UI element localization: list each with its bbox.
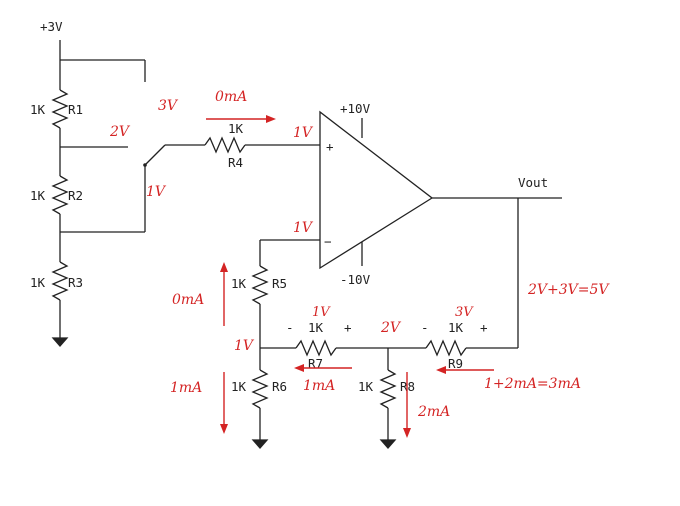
resistor-r3	[51, 261, 69, 301]
annotation-v-top: 3V	[158, 98, 179, 114]
annotation-i-r6: 1mA	[170, 380, 202, 396]
r3-value: 1K	[30, 275, 46, 290]
r9-value: 1K	[448, 320, 464, 335]
annotation-i-r5: 0mA	[172, 292, 204, 308]
annotation-vout-eq: 2V+3V=5V	[527, 282, 610, 298]
switch-arm	[144, 144, 166, 166]
annotation-i-r8: 2mA	[417, 404, 450, 420]
resistor-r7	[295, 339, 337, 357]
opamp-triangle	[319, 110, 434, 270]
annotation-v-r4-right: 1V	[293, 125, 314, 141]
annotation-i-r9: 1+2mA=3mA	[484, 376, 581, 392]
annotation-v-node-left: 1V	[234, 338, 255, 354]
r7-minus-sign: -	[286, 320, 294, 335]
r8-value: 1K	[358, 379, 374, 394]
r7-value: 1K	[308, 320, 324, 335]
arrowhead-down-icon	[220, 424, 228, 434]
arrowhead-right-icon	[266, 115, 276, 123]
r1-name: R1	[68, 102, 83, 117]
arrowhead-down-icon	[403, 428, 411, 438]
r2-value: 1K	[30, 188, 46, 203]
r3-name: R3	[68, 275, 83, 290]
resistor-r8	[379, 369, 397, 409]
r9-minus-sign: -	[421, 320, 429, 335]
arrowhead-left-icon	[294, 364, 304, 372]
opamp-minus-sign: −	[324, 234, 332, 249]
r7-name: R7	[308, 356, 323, 371]
ground-icon	[251, 439, 269, 449]
r7-plus-sign: +	[344, 320, 352, 335]
r5-value: 1K	[231, 276, 247, 291]
arrowhead-up-icon	[220, 262, 228, 272]
r9-name: R9	[448, 356, 463, 371]
ground-icon	[379, 439, 397, 449]
r4-value: 1K	[228, 121, 244, 136]
r2-name: R2	[68, 188, 83, 203]
resistor-r4	[204, 136, 246, 154]
annotation-i-r4: 0mA	[215, 89, 247, 105]
resistor-r1	[51, 89, 69, 129]
r4-name: R4	[228, 155, 243, 170]
annotation-v-wiper: 1V	[146, 184, 167, 200]
r5-name: R5	[272, 276, 287, 291]
vout-label: Vout	[518, 175, 548, 190]
r9-plus-sign: +	[480, 320, 488, 335]
r6-value: 1K	[231, 379, 247, 394]
resistor-r6	[251, 369, 269, 409]
opamp-plus-sign: +	[326, 139, 334, 154]
resistor-r2	[51, 175, 69, 215]
arrowhead-left-icon	[436, 366, 446, 374]
r1-value: 1K	[30, 102, 46, 117]
resistor-r9	[425, 339, 467, 357]
annotation-v-inv: 1V	[293, 220, 314, 236]
supply-3v-label: +3V	[40, 19, 63, 34]
supply-neg10v-label: -10V	[340, 272, 371, 287]
annotation-v-node-mid: 2V	[380, 320, 402, 336]
annotation-v-r9-top: 3V	[455, 305, 474, 320]
r6-name: R6	[272, 379, 287, 394]
supply-pos10v-label: +10V	[340, 101, 371, 116]
annotation-v-mid: 2V	[109, 124, 131, 140]
annotation-v-r7-top: 1V	[312, 305, 331, 320]
ground-icon	[51, 337, 69, 347]
resistor-r5	[251, 265, 269, 305]
annotation-i-r7: 1mA	[303, 378, 335, 394]
